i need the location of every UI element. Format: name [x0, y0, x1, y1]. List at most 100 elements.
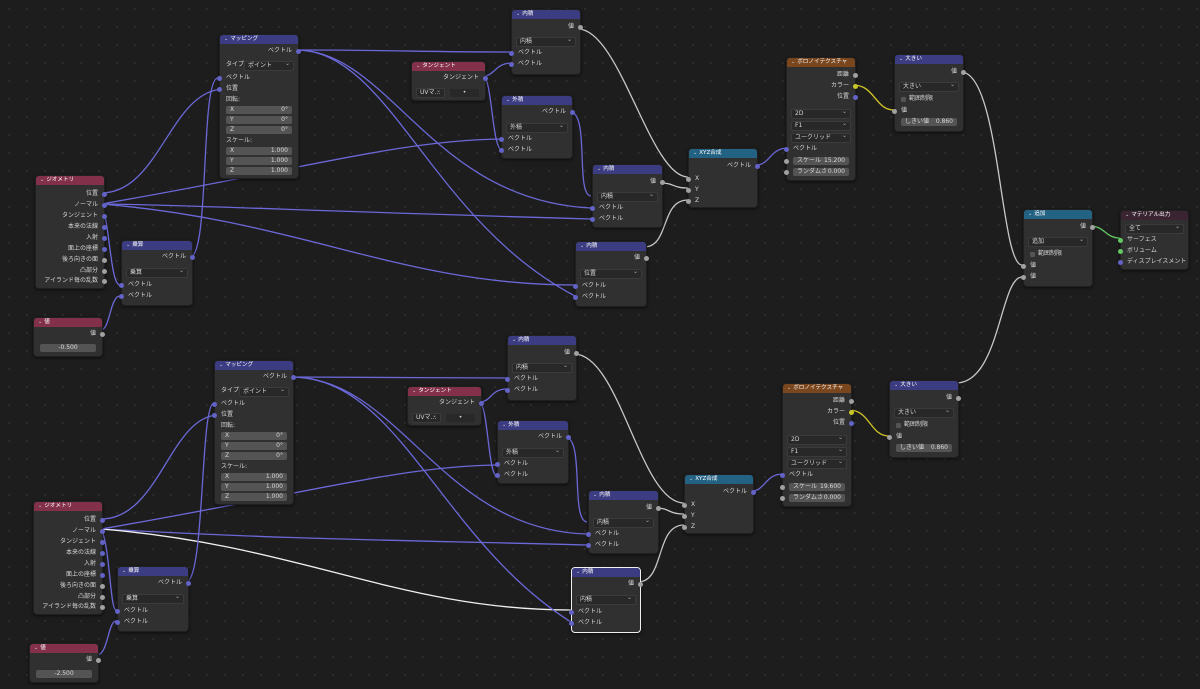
- add-node[interactable]: ⌄追加 値 追加 範囲制限 値 値: [1021, 209, 1095, 287]
- value-node-top[interactable]: ⌄値 値 -0.500: [33, 317, 105, 357]
- socket-location-in[interactable]: [217, 86, 222, 92]
- socket-vector-out[interactable]: [186, 580, 191, 586]
- socket-value-out[interactable]: [578, 24, 583, 30]
- geometry-node-bottom[interactable]: ⌄ジオメトリ 位置 ノーマル タンジェント 本来の法線 入射 面上の座標 後ろ向…: [33, 501, 105, 615]
- feature-dropdown[interactable]: F1: [787, 446, 847, 457]
- socket-vector-in[interactable]: [495, 461, 500, 467]
- collapse-icon[interactable]: ⌄: [791, 59, 796, 65]
- dimensions-dropdown[interactable]: 2D: [787, 434, 847, 445]
- socket-vector-in[interactable]: [115, 608, 120, 614]
- socket-normal-out[interactable]: [100, 528, 105, 534]
- socket-vector-in[interactable]: [499, 147, 504, 153]
- socket-z-in[interactable]: [682, 524, 687, 530]
- node-header[interactable]: ⌄タンジェント: [408, 387, 481, 396]
- socket-backfacing-out[interactable]: [100, 583, 105, 589]
- collapse-icon[interactable]: ⌄: [693, 150, 698, 156]
- operation-dropdown[interactable]: 内積: [512, 362, 572, 373]
- value-field[interactable]: -0.500: [40, 344, 96, 352]
- socket-vector-out[interactable]: [190, 254, 195, 260]
- socket-volume-in[interactable]: [1118, 248, 1123, 254]
- material-output-node[interactable]: ⌄マテリアル出力 全て サーフェス ボリューム ディスプレイスメント: [1118, 210, 1189, 270]
- cross-node-bottom[interactable]: ⌄外積 ベクトル 外積 ベクトル ベクトル: [495, 420, 571, 484]
- voronoi-node-bottom[interactable]: ⌄ボロノイテクスチャ 距離 カラー 位置 2D F1 ユークリッド ベクトル ス…: [780, 383, 854, 507]
- collapse-icon[interactable]: ⌄: [899, 56, 904, 62]
- socket-x-in[interactable]: [682, 502, 687, 508]
- socket-vector-in[interactable]: [119, 293, 124, 299]
- socket-vector-in[interactable]: [505, 376, 510, 382]
- socket-vector-in[interactable]: [212, 401, 217, 407]
- socket-position-out[interactable]: [853, 94, 858, 100]
- collapse-icon[interactable]: ⌄: [576, 569, 581, 575]
- clamp-checkbox[interactable]: [1030, 251, 1035, 257]
- dot-node-bottom-1[interactable]: ⌄内積 値 内積 ベクトル ベクトル: [505, 335, 579, 401]
- socket-value-out[interactable]: [1090, 224, 1095, 230]
- socket-random-island-out[interactable]: [102, 278, 107, 284]
- node-header[interactable]: ⌄タンジェント: [412, 62, 485, 71]
- clamp-checkbox[interactable]: [896, 422, 901, 428]
- uvmap-field[interactable]: •: [446, 414, 475, 422]
- node-header[interactable]: ⌄内積: [512, 10, 580, 19]
- socket-location-out[interactable]: [102, 191, 107, 197]
- socket-randomness-in[interactable]: [784, 169, 789, 175]
- node-header[interactable]: ⌄内積: [508, 336, 576, 345]
- socket-value-out[interactable]: [96, 657, 101, 663]
- node-header[interactable]: ⌄XYZ合成: [689, 149, 757, 158]
- socket-y-in[interactable]: [686, 187, 691, 193]
- dot-node-top-3[interactable]: ⌄内積 値 位置 ベクトル ベクトル: [573, 241, 649, 307]
- collapse-icon[interactable]: ⌄: [40, 177, 45, 183]
- socket-value-in[interactable]: [1021, 263, 1026, 269]
- socket-location-in[interactable]: [212, 412, 217, 418]
- socket-vector-out[interactable]: [291, 374, 296, 380]
- collapse-icon[interactable]: ⌄: [516, 11, 521, 17]
- dot-node-bottom-3[interactable]: ⌄内積 値 内積 ベクトル ベクトル: [569, 567, 643, 633]
- operation-dropdown[interactable]: 追加: [1028, 236, 1088, 247]
- socket-position-out[interactable]: [849, 420, 854, 426]
- socket-vector-out[interactable]: [755, 163, 760, 169]
- collapse-icon[interactable]: ⌄: [122, 568, 127, 574]
- collapse-icon[interactable]: ⌄: [597, 166, 602, 172]
- socket-value-out[interactable]: [644, 255, 649, 261]
- node-header[interactable]: ⌄内積: [593, 165, 662, 174]
- socket-pointiness-out[interactable]: [100, 594, 105, 600]
- operation-dropdown[interactable]: 乗算: [126, 267, 188, 278]
- node-header[interactable]: ⌄値: [34, 318, 102, 327]
- node-header[interactable]: ⌄大きい: [890, 381, 958, 390]
- operation-dropdown[interactable]: 内積: [597, 191, 658, 202]
- socket-color-out[interactable]: [853, 83, 858, 89]
- node-header[interactable]: ⌄ジオメトリ: [36, 176, 104, 185]
- node-header[interactable]: ⌄内積: [589, 491, 658, 500]
- node-header[interactable]: ⌄乗算: [122, 241, 192, 250]
- operation-dropdown[interactable]: 内積: [593, 517, 654, 528]
- socket-value-in[interactable]: [887, 434, 892, 440]
- combine-xyz-node-top[interactable]: ⌄XYZ合成 ベクトル X Y Z: [686, 148, 760, 208]
- dot-node-top-1[interactable]: ⌄内積 値 内積 ベクトル ベクトル: [509, 9, 583, 75]
- socket-y-in[interactable]: [682, 513, 687, 519]
- combine-xyz-node-bottom[interactable]: ⌄XYZ合成 ベクトル X Y Z: [682, 474, 756, 534]
- socket-value-out[interactable]: [656, 505, 661, 511]
- socket-vector-in[interactable]: [217, 75, 222, 81]
- socket-random-island-out[interactable]: [100, 604, 105, 610]
- socket-value-out[interactable]: [956, 395, 961, 401]
- socket-displacement-in[interactable]: [1118, 259, 1123, 265]
- collapse-icon[interactable]: ⌄: [506, 97, 511, 103]
- socket-tangent-out[interactable]: [483, 75, 488, 81]
- collapse-icon[interactable]: ⌄: [580, 243, 585, 249]
- cross-node-top[interactable]: ⌄外積 ベクトル 外積 ベクトル ベクトル: [499, 95, 575, 159]
- socket-z-in[interactable]: [686, 198, 691, 204]
- operation-dropdown[interactable]: 内積: [516, 36, 576, 47]
- socket-tangent-out[interactable]: [100, 539, 105, 545]
- geometry-node-top[interactable]: ⌄ジオメトリ 位置 ノーマル タンジェント 本来の法線 入射 面上の座標 後ろ向…: [35, 175, 107, 289]
- node-header[interactable]: ⌄内積: [572, 568, 640, 577]
- socket-vector-in[interactable]: [509, 61, 514, 67]
- operation-dropdown[interactable]: 大きい: [894, 407, 954, 418]
